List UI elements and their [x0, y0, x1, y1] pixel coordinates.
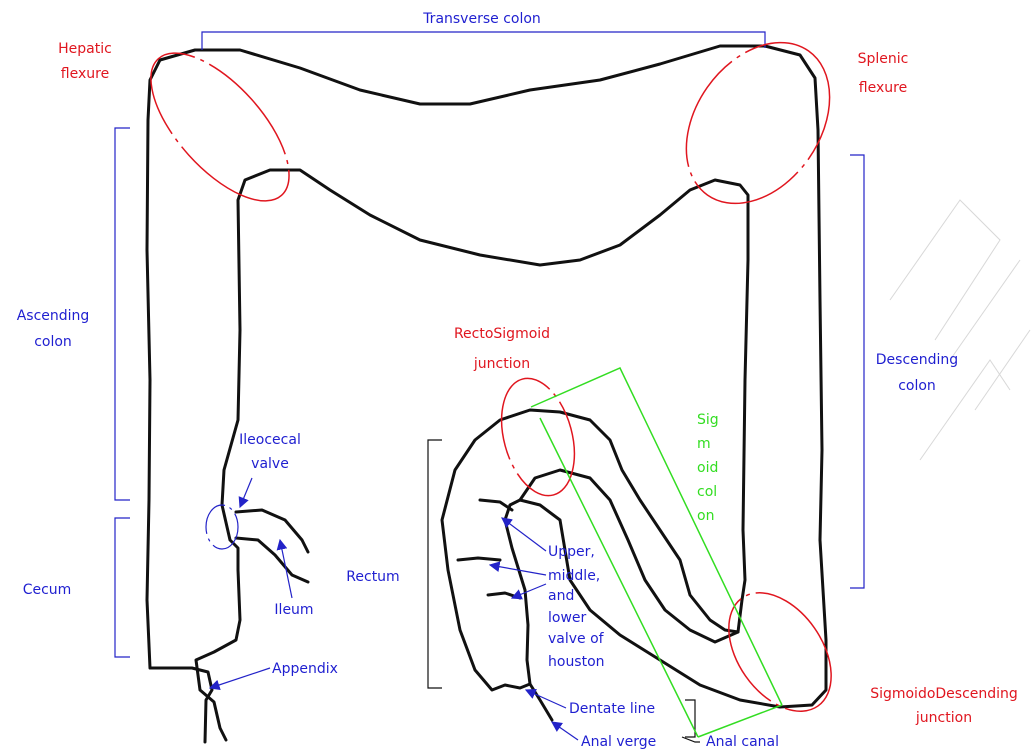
houston-valve-label-1: Upper,: [548, 544, 595, 560]
sigmoid-label-1: Sig: [697, 412, 719, 428]
houston-valve-middle: [458, 558, 500, 560]
ileum-arrow: [280, 540, 292, 598]
ascending-colon-label: Ascending: [17, 308, 90, 324]
transverse-colon-label: Transverse colon: [422, 11, 541, 27]
sigmoid-label-4: col: [697, 484, 717, 500]
sigmoidodescending-label: SigmoidoDescending: [870, 686, 1018, 702]
dentate-line-label: Dentate line: [569, 701, 655, 717]
ascending-bracket: [115, 128, 130, 500]
dentate-arrow: [526, 690, 566, 708]
houston-valve-label-6: houston: [548, 654, 605, 670]
rectum-label: Rectum: [346, 569, 399, 585]
descending-colon-label: Descending: [876, 352, 958, 368]
rectosigmoid-label: RectoSigmoid: [454, 326, 550, 342]
ileocecal-arrow: [240, 478, 252, 507]
anal-canal-bracket: [685, 700, 695, 737]
sigmoid-label-3: oid: [697, 460, 718, 476]
hepatic-flexure-label: Hepatic: [58, 41, 112, 57]
sigmoid-label-5: on: [697, 508, 714, 524]
splenic-flexure-label-2: flexure: [859, 80, 907, 96]
appendix-label: Appendix: [272, 661, 338, 677]
houston-valve-label-2: middle,: [548, 568, 600, 584]
houston-valve-upper: [480, 500, 512, 510]
houston-valve-label-4: lower: [548, 610, 587, 626]
descending-bracket: [850, 155, 864, 588]
rectum-bracket: [428, 440, 442, 688]
appendix-arrow: [210, 668, 270, 688]
ascending-colon-label-2: colon: [34, 334, 72, 350]
colon-inner-wall: [196, 170, 748, 740]
sigmoidodescending-label-2: junction: [915, 710, 972, 726]
descending-colon-label-2: colon: [898, 378, 936, 394]
anal-verge-arrow: [552, 722, 578, 740]
houston-valve-label-5: valve of: [548, 631, 605, 647]
transverse-bracket: [202, 32, 765, 50]
splenic-flexure-ellipse: [657, 15, 860, 230]
splenic-flexure-label: Splenic: [858, 51, 909, 67]
rectosigmoid-label-2: junction: [473, 356, 530, 372]
cecum-bracket: [115, 518, 130, 657]
ileum-lower: [236, 538, 308, 582]
hepatic-flexure-ellipse: [127, 31, 313, 224]
ileum-label: Ileum: [274, 602, 313, 618]
watermark: [890, 200, 1030, 460]
houston-arrow-lower: [512, 584, 546, 598]
anal-verge-label: Anal verge: [581, 734, 656, 750]
anal-verge-tick: [682, 737, 700, 742]
ileum-upper: [236, 510, 308, 552]
cecum-label: Cecum: [23, 582, 72, 598]
ileocecal-valve-label-2: valve: [251, 456, 289, 472]
anal-canal-label: Anal canal: [706, 734, 779, 750]
ileocecal-valve-label: Ileocecal: [239, 432, 301, 448]
houston-valve-label-3: and: [548, 588, 574, 604]
hepatic-flexure-label-2: flexure: [61, 66, 109, 82]
sigmoid-label-2: m: [697, 436, 711, 452]
